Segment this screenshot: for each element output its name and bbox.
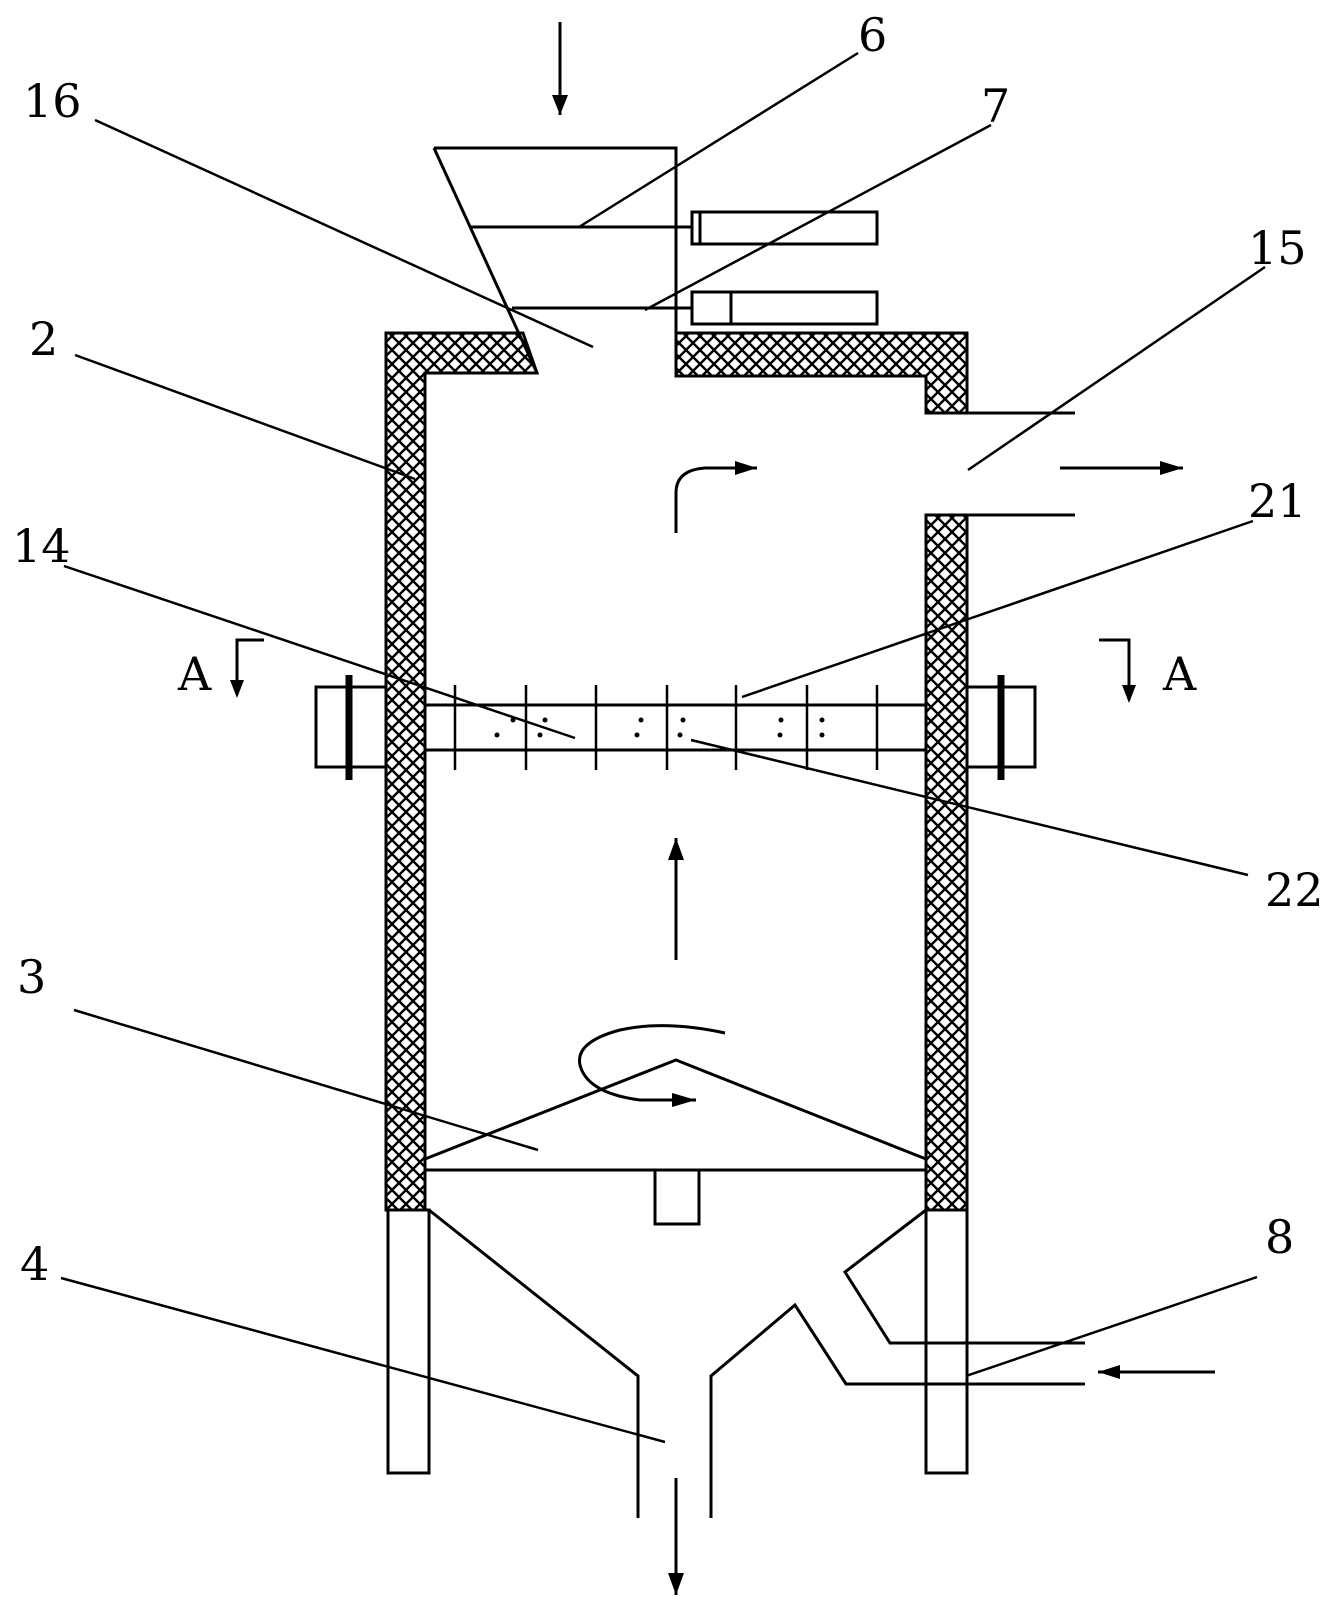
actuator-cylinder-7 — [690, 290, 879, 326]
leader-lines — [60, 51, 1266, 1444]
right-drive — [965, 675, 1037, 780]
gas-outlet-pipe — [926, 411, 1075, 517]
top-right-roof-insulation — [674, 331, 969, 415]
bottom-hopper — [428, 1208, 1085, 1518]
label-7: 7 — [981, 79, 1010, 133]
label-22: 22 — [1265, 863, 1324, 917]
flow-arrows — [552, 22, 1215, 1595]
left-leg — [386, 1208, 431, 1475]
right-wall-insulation — [924, 513, 969, 1212]
label-16: 16 — [23, 74, 82, 128]
label-8: 8 — [1265, 1210, 1294, 1264]
label-14: 14 — [12, 519, 71, 573]
left-wall-insulation — [384, 331, 540, 1212]
insulated-wall — [384, 331, 969, 1212]
section-mark-left — [230, 638, 264, 698]
section-label-right: A — [1162, 647, 1197, 701]
actuator-cylinder-6 — [690, 210, 879, 246]
label-15: 15 — [1248, 221, 1307, 275]
label-2: 2 — [29, 312, 58, 366]
label-21: 21 — [1248, 474, 1307, 528]
label-6: 6 — [858, 8, 887, 62]
label-3: 3 — [17, 950, 46, 1004]
cone-distributor — [424, 1058, 927, 1226]
left-drive — [314, 675, 388, 780]
distribution-grate — [425, 685, 926, 770]
section-mark-right — [1099, 638, 1136, 703]
label-4: 4 — [20, 1237, 49, 1291]
section-label-left: A — [177, 647, 212, 701]
